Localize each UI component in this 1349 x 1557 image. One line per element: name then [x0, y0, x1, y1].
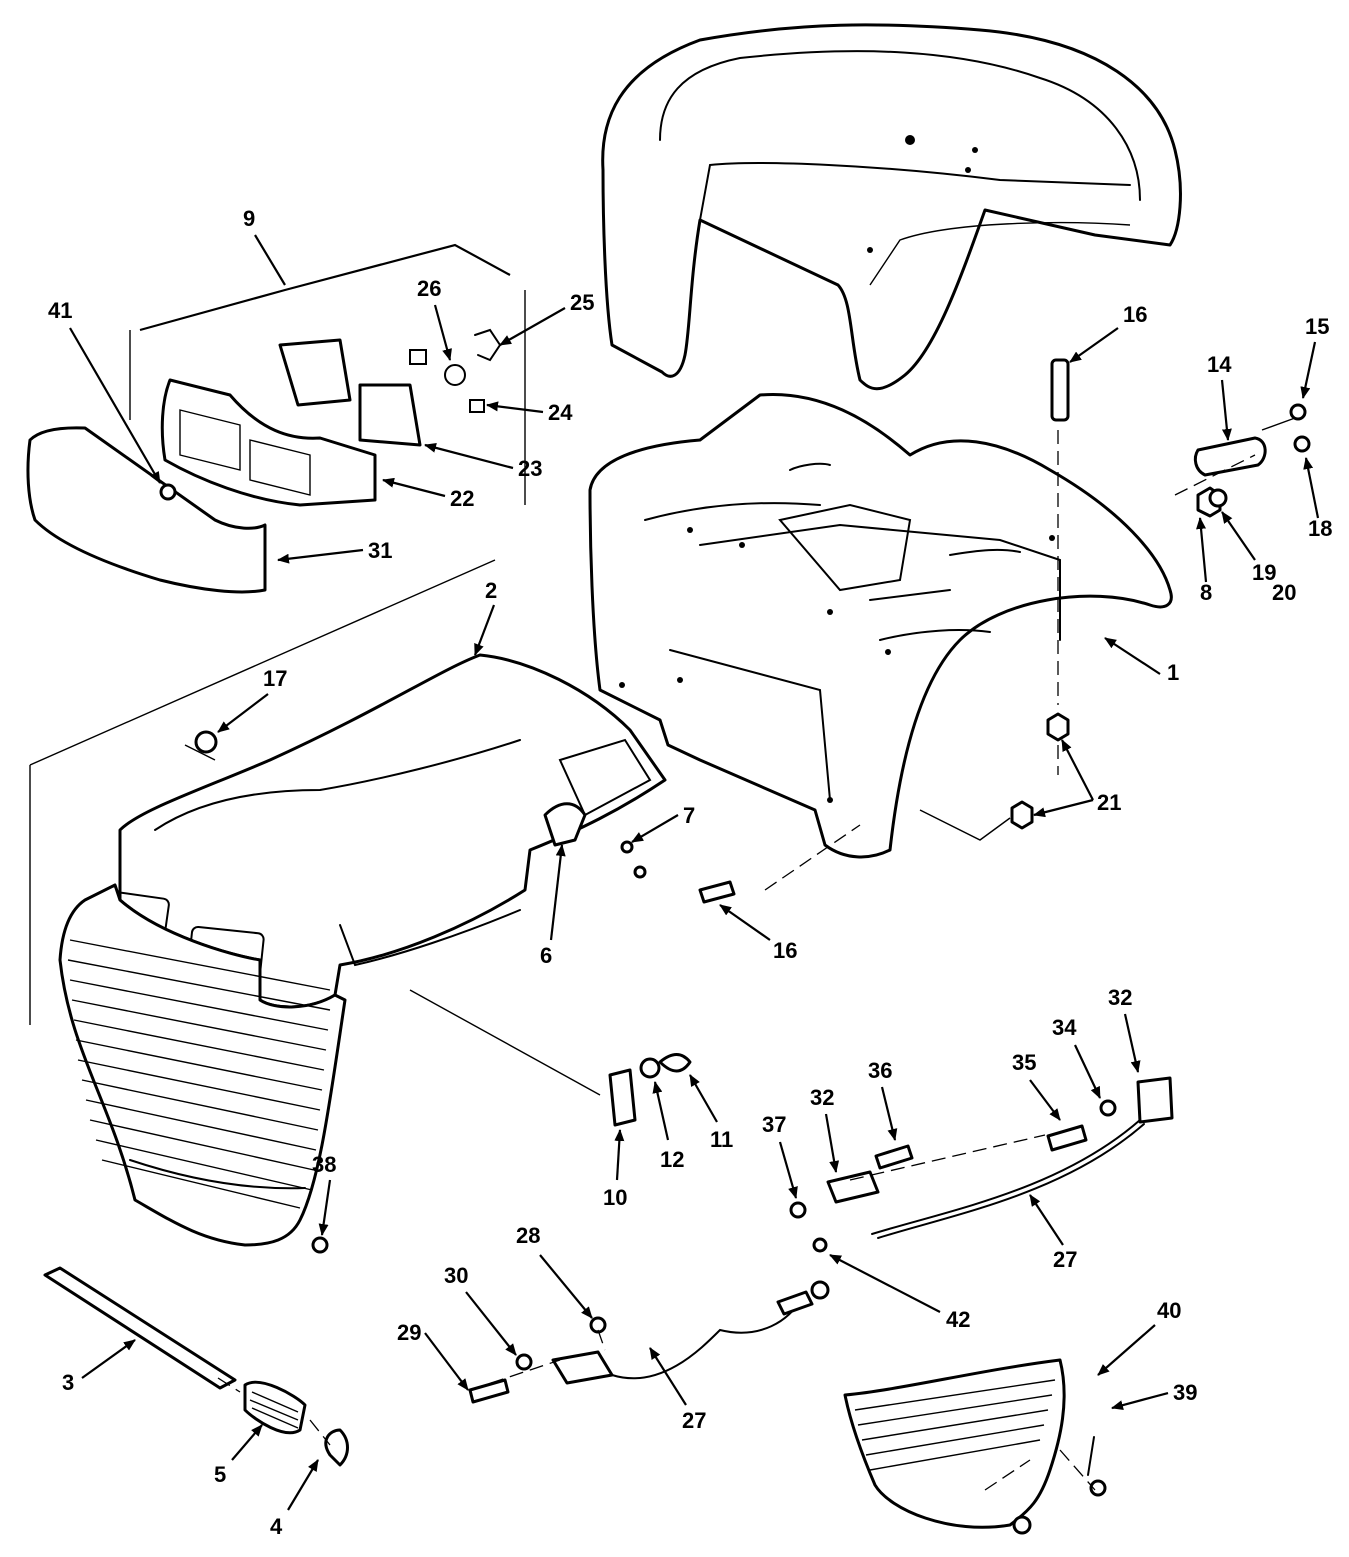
callout-28: 28: [516, 1223, 540, 1248]
callout-41: 41: [48, 298, 72, 323]
callout-4: 4: [270, 1514, 283, 1539]
callout-42: 42: [946, 1307, 970, 1332]
callout-35: 35: [1012, 1050, 1036, 1075]
callout-17: 17: [263, 666, 287, 691]
callout-37: 37: [762, 1112, 786, 1137]
callout-16-top: 16: [1123, 302, 1147, 327]
callout-22: 22: [450, 486, 474, 511]
callout-27-bottom: 27: [682, 1408, 706, 1433]
callout-30: 30: [444, 1263, 468, 1288]
callout-16-bottom: 16: [773, 938, 797, 963]
callout-32-left: 32: [810, 1085, 834, 1110]
callout-1: 1: [1167, 660, 1179, 685]
callout-25: 25: [570, 290, 594, 315]
callout-5: 5: [214, 1462, 226, 1487]
callout-31: 31: [368, 538, 392, 563]
callout-21: 21: [1097, 790, 1121, 815]
callout-7: 7: [683, 803, 695, 828]
callout-12: 12: [660, 1147, 684, 1172]
callout-36: 36: [868, 1058, 892, 1083]
callout-labels: 9 41 26 25 24 23 22 31 16 15 14 18 8 19 …: [48, 206, 1332, 1539]
callout-2: 2: [485, 578, 497, 603]
callout-6: 6: [540, 943, 552, 968]
callout-23: 23: [518, 456, 542, 481]
callout-3: 3: [62, 1370, 74, 1395]
callout-10: 10: [603, 1185, 627, 1210]
lower-grille: [843, 1358, 1066, 1535]
callout-18: 18: [1308, 516, 1332, 541]
callout-29: 29: [397, 1320, 421, 1345]
callout-15: 15: [1305, 314, 1329, 339]
fender: [588, 392, 1173, 859]
assembly-lines: [29, 417, 1296, 1491]
callout-20: 20: [1272, 580, 1296, 605]
callout-27-right: 27: [1053, 1247, 1077, 1272]
callout-39: 39: [1173, 1380, 1197, 1405]
callout-19: 19: [1252, 560, 1276, 585]
callout-26: 26: [417, 276, 441, 301]
callout-9: 9: [243, 206, 255, 231]
callout-38: 38: [312, 1152, 336, 1177]
hardware: [43, 358, 1311, 1497]
callout-24: 24: [548, 400, 573, 425]
callout-11: 11: [710, 1127, 733, 1152]
callout-40: 40: [1157, 1298, 1181, 1323]
seat-pan: [601, 23, 1182, 391]
callout-14: 14: [1207, 352, 1232, 377]
grille: [58, 883, 347, 1247]
callout-32-right: 32: [1108, 985, 1132, 1010]
callout-8: 8: [1200, 580, 1212, 605]
callout-34: 34: [1052, 1015, 1077, 1040]
headlight-assembly: [26, 243, 526, 594]
